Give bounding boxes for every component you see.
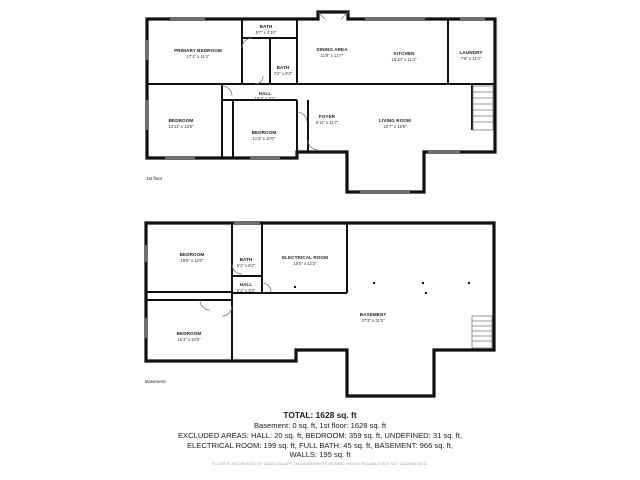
room-name-living: LIVING ROOM [379, 118, 411, 123]
floor-plan-drawing: PRIMARY BEDROOM 17'1" x 11'4" BATH 5'7" … [144, 10, 497, 398]
room-dims-bath-1: 5'7" x 4'10" [256, 30, 277, 35]
room-name-bath-2: BATH [277, 65, 290, 70]
basement-plan: BEDROOM 15'5" x 12'0" BATH 5'1" x 6'2" E… [144, 221, 496, 398]
total-area: TOTAL: 1628 sq. ft [283, 410, 357, 420]
area-summary: TOTAL: 1628 sq. ft Basement: 0 sq. ft, 1… [0, 410, 640, 470]
first-floor-plan: PRIMARY BEDROOM 17'1" x 11'4" BATH 5'7" … [145, 10, 497, 194]
room-dims-bedroom-1: 12'11" x 13'6" [169, 124, 194, 129]
room-name-dining: DINING AREA [316, 47, 348, 52]
room-dims-bath-2: 7'2" x 6'2" [274, 71, 293, 76]
basement-room-name-hall: HALL [240, 282, 253, 287]
floor-label-basement: Basement [145, 379, 166, 384]
basement-room-dims-bedroom-1: 15'5" x 12'0" [181, 258, 204, 263]
room-name-primary-bedroom: PRIMARY BEDROOM [174, 48, 222, 53]
basement-columns [294, 282, 470, 294]
room-name-hall: HALL [259, 91, 272, 96]
room-dims-living: 22'7" x 19'8" [384, 124, 407, 129]
room-dims-kitchen: 15'10" x 11'4" [392, 57, 417, 62]
basement-room-dims-basement: 47'3" x 31'5" [362, 318, 385, 323]
basement-room-name-basement: BASEMENT [360, 312, 387, 317]
bay-window-lines [317, 11, 349, 20]
first-floor-windows [146, 18, 485, 193]
basement-room-dims-bath: 5'1" x 6'2" [237, 263, 256, 268]
basement-room-name-electrical: ELECTRICAL ROOM [282, 255, 328, 260]
first-floor-doors [221, 37, 319, 151]
room-name-bath-1: BATH [260, 24, 273, 29]
basement-room-name-bedroom-1: BEDROOM [180, 252, 205, 257]
room-name-laundry: LAUNDRY [460, 50, 483, 55]
basement-room-dims-bedroom-2: 15'3" x 10'5" [178, 337, 201, 342]
room-dims-bedroom-2: 11'3" x 10'0" [253, 136, 276, 141]
summary-line-2: EXCLUDED AREAS: HALL: 20 sq. ft, BEDROOM… [177, 430, 463, 440]
basement-room-name-bedroom-2: BEDROOM [177, 331, 202, 336]
floor-label-1st: 1st floor [146, 176, 163, 181]
summary-line-4: WALLS: 195 sq. ft [289, 450, 351, 460]
summary-line-3: ELECTRICAL ROOM: 199 sq. ft, FULL BATH: … [186, 440, 453, 450]
basement-room-dims-electrical: 15'5" x 12'2" [294, 261, 317, 266]
basement-room-dims-hall: 5'1" x 3'3" [237, 288, 256, 293]
summary-line-1: Basement: 0 sq. ft, 1st floor: 1628 sq. … [253, 421, 387, 430]
basement-doors [199, 263, 272, 317]
room-dims-dining: 11'9" x 12'7" [321, 53, 344, 58]
room-dims-foyer: 6'11" x 11'7" [316, 120, 339, 125]
room-dims-laundry: 7'8" x 11'3" [461, 56, 482, 61]
room-name-bedroom-2: BEDROOM [252, 130, 277, 135]
first-floor-exterior-wall [145, 10, 497, 194]
room-dims-hall: 16'1" x 3'2" [255, 96, 276, 101]
disclaimer: FLOOR PLAN CREATED BY CUBICASA APP. MEAS… [212, 462, 428, 467]
room-name-bedroom-1: BEDROOM [169, 118, 194, 123]
basement-stairs [471, 315, 493, 349]
first-floor-stairs [472, 85, 494, 131]
basement-exterior-wall [144, 221, 496, 398]
basement-interior-walls [146, 223, 348, 361]
first-floor-interior-walls [146, 19, 495, 158]
basement-room-name-bath: BATH [240, 257, 253, 262]
room-name-kitchen: KITCHEN [393, 51, 415, 56]
room-dims-primary-bedroom: 17'1" x 11'4" [187, 54, 210, 59]
basement-windows [145, 222, 260, 338]
room-name-foyer: FOYER [319, 114, 336, 119]
